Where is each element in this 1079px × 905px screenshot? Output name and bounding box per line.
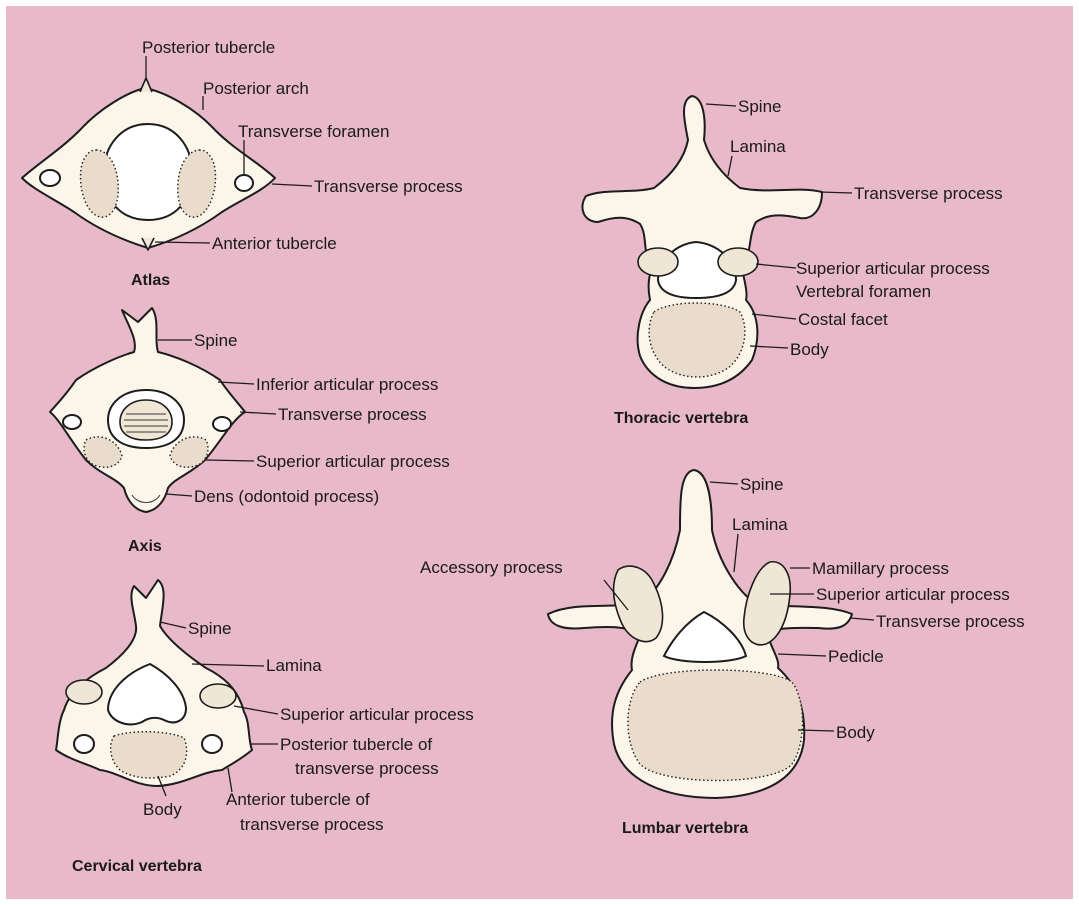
lumbar-body-label: Body	[836, 723, 875, 742]
cervical-right-transverse-foramen	[202, 735, 222, 753]
atlas-left-transverse-foramen	[40, 170, 60, 186]
cervical-lamina-label: Lamina	[266, 656, 322, 675]
cervical-left-superior-facet	[66, 680, 102, 704]
lumbar-transverse-process-label: Transverse process	[876, 612, 1025, 631]
thoracic-left-superior-articular	[638, 248, 678, 276]
atlas-title: Atlas	[131, 272, 170, 289]
axis-spine-label: Spine	[194, 331, 237, 350]
cervical-posterior-tubercle-label-2: transverse process	[295, 759, 439, 778]
lumbar-body-top	[628, 670, 803, 781]
cervical-anterior-tubercle-label-1: Anterior tubercle of	[226, 790, 370, 809]
thoracic-body-label: Body	[790, 340, 829, 359]
thoracic-spine-label: Spine	[738, 97, 781, 116]
atlas-transverse-process-label: Transverse process	[314, 177, 463, 196]
thoracic-vertebral-foramen-label: Vertebral foramen	[796, 282, 931, 301]
cervical-body-top	[111, 732, 187, 778]
thoracic-lamina-label: Lamina	[730, 137, 786, 156]
thoracic-transverse-process-label: Transverse process	[854, 184, 1003, 203]
axis-title: Axis	[128, 538, 162, 555]
thoracic-superior-articular-label: Superior articular process	[796, 259, 990, 278]
cervical-posterior-tubercle-label-1: Posterior tubercle of	[280, 735, 432, 754]
thoracic-costal-facet-label: Costal facet	[798, 310, 888, 329]
lumbar-lamina-label: Lamina	[732, 515, 788, 534]
atlas-posterior-arch-label: Posterior arch	[203, 79, 309, 98]
lumbar-accessory-label: Accessory process	[420, 558, 563, 577]
axis-right-transverse-foramen	[213, 417, 231, 431]
atlas-right-transverse-foramen	[235, 175, 253, 191]
axis-inferior-articular-label: Inferior articular process	[256, 375, 438, 394]
cervical-right-superior-facet	[200, 684, 236, 708]
lumbar-mamillary-label: Mamillary process	[812, 559, 949, 578]
axis-superior-articular-label: Superior articular process	[256, 452, 450, 471]
lumbar-title: Lumbar vertebra	[622, 820, 748, 837]
cervical-title: Cervical vertebra	[72, 858, 202, 875]
axis-transverse-process-label: Transverse process	[278, 405, 427, 424]
atlas-transverse-foramen-label: Transverse foramen	[238, 122, 389, 141]
atlas-posterior-tubercle-label: Posterior tubercle	[142, 38, 275, 57]
thoracic-body-top	[649, 303, 745, 377]
cervical-spine-label: Spine	[188, 619, 231, 638]
lumbar-pedicle-label: Pedicle	[828, 647, 884, 666]
axis-dens-label: Dens (odontoid process)	[194, 487, 379, 506]
lumbar-spine-label: Spine	[740, 475, 783, 494]
axis-left-transverse-foramen	[63, 415, 81, 429]
atlas-anterior-tubercle-label: Anterior tubercle	[212, 234, 337, 253]
atlas-vertebral-foramen	[104, 124, 192, 220]
cervical-superior-articular-label: Superior articular process	[280, 705, 474, 724]
thoracic-right-superior-articular	[718, 248, 758, 276]
cervical-anterior-tubercle-label-2: transverse process	[240, 815, 384, 834]
cervical-body-label: Body	[143, 800, 182, 819]
cervical-left-transverse-foramen	[74, 735, 94, 753]
lumbar-superior-articular-label: Superior articular process	[816, 585, 1010, 604]
thoracic-title: Thoracic vertebra	[614, 410, 748, 427]
